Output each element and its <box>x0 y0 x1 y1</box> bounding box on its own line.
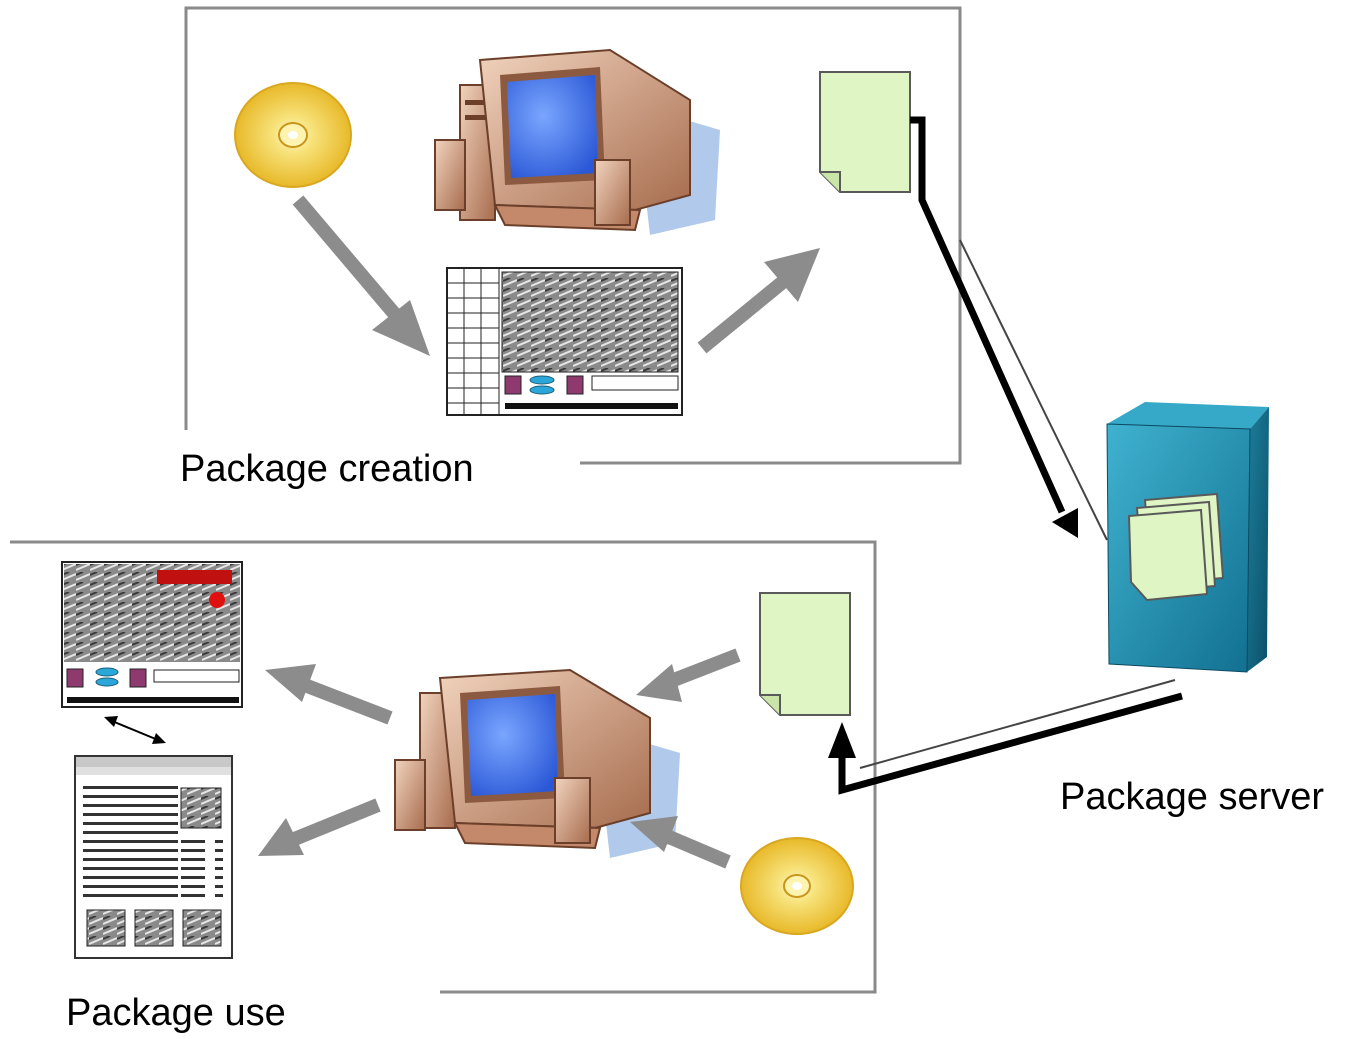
package-creation-label: Package creation <box>180 448 474 490</box>
arrow-editor-to-package <box>697 248 820 354</box>
use-frame <box>10 540 877 994</box>
package-document-icon <box>759 592 851 716</box>
cd-icon <box>740 837 854 935</box>
cd-icon <box>234 82 352 188</box>
server-icon <box>1106 402 1269 673</box>
double-arrow <box>104 716 166 744</box>
download-arrow <box>828 679 1183 795</box>
package-document-icon <box>819 71 911 193</box>
editor-screen-icon <box>446 267 683 416</box>
stacked-documents-icon <box>1127 492 1225 602</box>
arrow-cd-to-editor <box>292 195 430 356</box>
upload-arrow <box>910 116 1108 541</box>
arrow-cd-to-computer <box>630 816 731 869</box>
package-use-label: Package use <box>66 992 286 1034</box>
arrow-computer-to-player <box>265 664 393 725</box>
player-screen-icon <box>61 561 243 708</box>
arrow-package-to-computer <box>636 648 741 702</box>
arrow-computer-to-webpage <box>258 798 381 856</box>
package-server-label: Package server <box>1060 776 1325 818</box>
computer-icon <box>434 48 720 235</box>
creation-frame <box>184 6 962 465</box>
web-page-icon <box>74 755 233 959</box>
computer-icon <box>394 668 680 858</box>
